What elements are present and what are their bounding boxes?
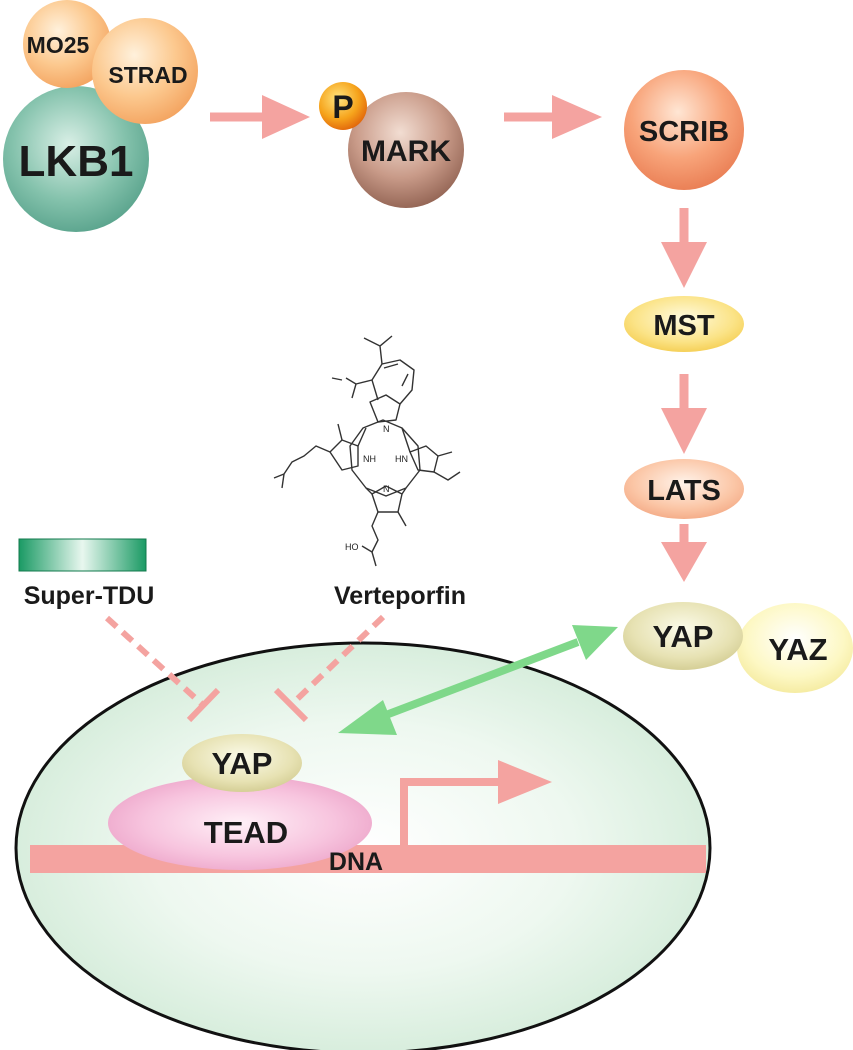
mo25-protein: [23, 0, 111, 88]
scrib-protein: [624, 70, 744, 190]
mark-protein: [348, 92, 464, 208]
mo25-label: MO25: [27, 32, 90, 58]
yaz-label: YAZ: [768, 632, 827, 667]
mst-protein: [624, 296, 744, 352]
phosphate-group: [319, 82, 367, 130]
super-tdu-peptide: [18, 538, 147, 572]
cytoplasmic-yap-protein: [623, 602, 743, 670]
super-tdu-label: Super-TDU: [24, 582, 155, 610]
arrow-lkb1-to-mark: [210, 95, 310, 139]
structure-hn-label: HN: [395, 454, 408, 464]
verteporfin-inhibition: [273, 614, 386, 723]
dna-label: DNA: [329, 848, 383, 876]
lats-label: LATS: [647, 475, 721, 507]
strad-label: STRAD: [108, 62, 187, 88]
yaz-protein: [737, 603, 853, 693]
lkb1-protein: [3, 86, 149, 232]
arrow-scrib-to-mst: [661, 208, 707, 288]
cytoplasmic-yap-label: YAP: [653, 619, 714, 654]
phosphate-label: P: [332, 89, 353, 125]
mark-label: MARK: [361, 135, 451, 168]
strad-protein: [92, 18, 198, 124]
lats-protein: [624, 459, 744, 519]
nuclear-yap-label: YAP: [212, 746, 273, 781]
yap-translocation-arrow: [338, 625, 618, 735]
mst-label: MST: [653, 310, 715, 342]
arrow-mark-to-scrib: [504, 95, 602, 139]
scrib-label: SCRIB: [639, 116, 729, 148]
verteporfin-label: Verteporfin: [334, 582, 466, 610]
tead-protein: [108, 776, 372, 870]
structure-n-top-label: N: [383, 424, 390, 434]
lkb1-label: LKB1: [19, 137, 134, 186]
arrow-lats-to-yap: [661, 524, 707, 582]
transcription-arrow: [400, 760, 552, 858]
super-tdu-inhibition: [104, 615, 221, 723]
structure-n-bottom-label: N: [383, 484, 390, 494]
structure-acid-label: HO: [345, 542, 359, 552]
tead-label: TEAD: [204, 815, 288, 850]
nuclear-yap-protein: [182, 734, 302, 792]
structure-nh-label: NH: [363, 454, 376, 464]
arrow-mst-to-lats: [661, 374, 707, 454]
verteporfin-structure: [273, 335, 461, 567]
